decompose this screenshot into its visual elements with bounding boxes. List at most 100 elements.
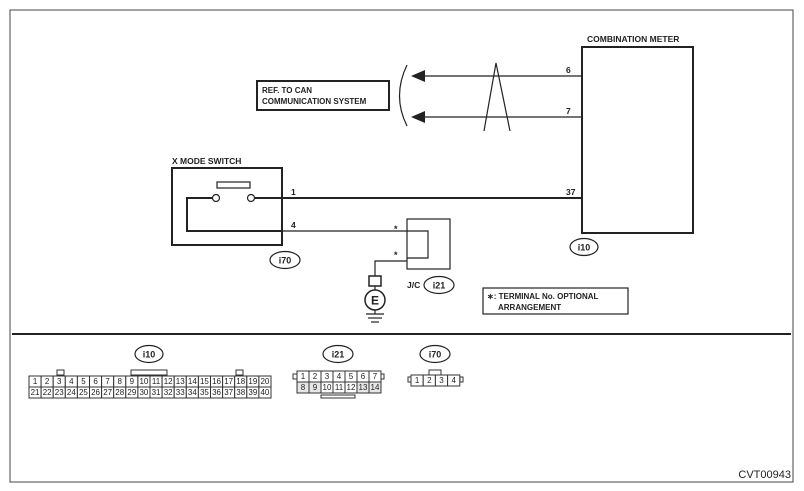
- connector-pin-number: 9: [313, 383, 318, 392]
- connector-pin-number: 10: [323, 383, 332, 392]
- connector-pin-number: 9: [130, 377, 135, 386]
- connector-pin-number: 3: [325, 372, 330, 381]
- connector-pin-number: 24: [67, 388, 76, 397]
- connector-pin-number: 25: [79, 388, 88, 397]
- connector-pin-number: 8: [118, 377, 123, 386]
- connector-tag-i21-label: i21: [433, 281, 446, 291]
- can-reference-box: [256, 80, 390, 111]
- connector-face-label-bubble: [134, 344, 164, 364]
- connector-pin-number: 14: [188, 377, 197, 386]
- connector-pin-number: 37: [224, 388, 233, 397]
- x-mode-switch-box: [171, 167, 283, 246]
- connector-pin-number: 12: [347, 383, 356, 392]
- connector-key: [459, 376, 464, 383]
- connector-pin-cell: [368, 381, 382, 394]
- connector-pin-number: 15: [200, 377, 209, 386]
- bracket-curve: [398, 64, 408, 127]
- connector-face-label-bubble: [419, 344, 451, 364]
- switch-pin-1: 1: [291, 187, 296, 197]
- connector-pin-number: 22: [43, 388, 52, 397]
- combination-meter-box: [581, 46, 694, 234]
- connector-key: [428, 369, 442, 376]
- meter-pin-6: 6: [566, 65, 571, 75]
- connector-pin-number: 6: [93, 377, 98, 386]
- connector-pin-number: 30: [139, 388, 148, 397]
- x-mode-switch-title: X MODE SWITCH: [172, 156, 241, 166]
- connector-pin-number: 7: [105, 377, 110, 386]
- connector-pin-number: 18: [236, 377, 245, 386]
- connector-pin-number: 5: [349, 372, 354, 381]
- connector-pin-number: 27: [103, 388, 112, 397]
- connector-pin-number: 2: [313, 372, 318, 381]
- connector-pin-number: 28: [115, 388, 124, 397]
- can-reference-line1: REF. TO CAN: [262, 86, 312, 95]
- connector-pin-number: 32: [164, 388, 173, 397]
- switch-internal-wire: [186, 197, 282, 232]
- outer-frame: [9, 9, 794, 483]
- ground-symbol: E: [371, 294, 379, 308]
- connector-pin-number: 2: [427, 376, 432, 385]
- switch-lever: [216, 181, 251, 189]
- connector-pin-number: 16: [212, 377, 221, 386]
- can-reference-line2: COMMUNICATION SYSTEM: [262, 97, 367, 106]
- connector-pin-number: 26: [91, 388, 100, 397]
- connector-key: [292, 373, 298, 380]
- connector-pin-cell: [258, 386, 272, 399]
- joint-connector-bridge: [407, 230, 429, 259]
- connector-pin-number: 31: [152, 388, 161, 397]
- meter-pin-37: 37: [566, 187, 576, 197]
- connector-pin-number: 11: [152, 377, 161, 386]
- arrow-left-icon: [411, 111, 425, 123]
- connector-pin-number: 4: [69, 377, 74, 386]
- jc-label: J/C: [407, 280, 420, 290]
- connector-pin-number: 35: [200, 388, 209, 397]
- connector-pin-number: 1: [301, 372, 306, 381]
- ground-terminal: [368, 275, 382, 287]
- connector-pin-number: 21: [31, 388, 40, 397]
- note-line1: ∗: TERMINAL No. OPTIONAL: [487, 292, 599, 301]
- meter-pin-7: 7: [566, 106, 571, 116]
- connector-pin-number: 6: [361, 372, 366, 381]
- connector-pin-number: 19: [248, 377, 257, 386]
- note-box: [482, 287, 629, 315]
- connector-pin-cell: [447, 374, 461, 387]
- jc-terminal-star: *: [394, 224, 398, 234]
- jc-terminal-star: *: [394, 250, 398, 260]
- twisted-pair-marker: [483, 62, 511, 132]
- connector-pin-number: 4: [451, 376, 456, 385]
- connector-pin-number: 36: [212, 388, 221, 397]
- connector-pin-number: 1: [33, 377, 38, 386]
- switch-contact-left: [211, 193, 221, 203]
- connector-face-label: i10: [143, 350, 156, 360]
- connector-pin-number: 29: [127, 388, 136, 397]
- switch-pin-4: 4: [291, 220, 296, 230]
- connector-pin-number: 13: [176, 377, 185, 386]
- connector-pin-number: 13: [359, 383, 368, 392]
- connector-key: [56, 369, 65, 376]
- note-line2: ARRANGEMENT: [498, 303, 561, 312]
- connector-pin-number: 23: [55, 388, 64, 397]
- figure-code: CVT00943: [738, 469, 791, 481]
- connector-pin-number: 40: [260, 388, 269, 397]
- connector-pin-number: 39: [248, 388, 257, 397]
- connector-pin-number: 14: [371, 383, 380, 392]
- connector-pin-number: 38: [236, 388, 245, 397]
- arrow-left-icon: [411, 70, 425, 82]
- connector-pin-number: 17: [224, 377, 233, 386]
- connector-pin-number: 20: [260, 377, 269, 386]
- connector-face-label: i21: [332, 350, 345, 360]
- connector-tag-i70-label: i70: [279, 256, 292, 266]
- connector-pin-number: 10: [139, 377, 148, 386]
- connector-key: [130, 369, 168, 376]
- connector-tag-i10-label: i10: [578, 243, 591, 253]
- connector-tag-i70: [269, 250, 301, 270]
- connector-tag-i10: [569, 237, 599, 257]
- connector-pin-number: 34: [188, 388, 197, 397]
- connector-pin-number: 33: [176, 388, 185, 397]
- connector-pin-number: 7: [373, 372, 378, 381]
- connector-face-label-bubble: [322, 344, 354, 364]
